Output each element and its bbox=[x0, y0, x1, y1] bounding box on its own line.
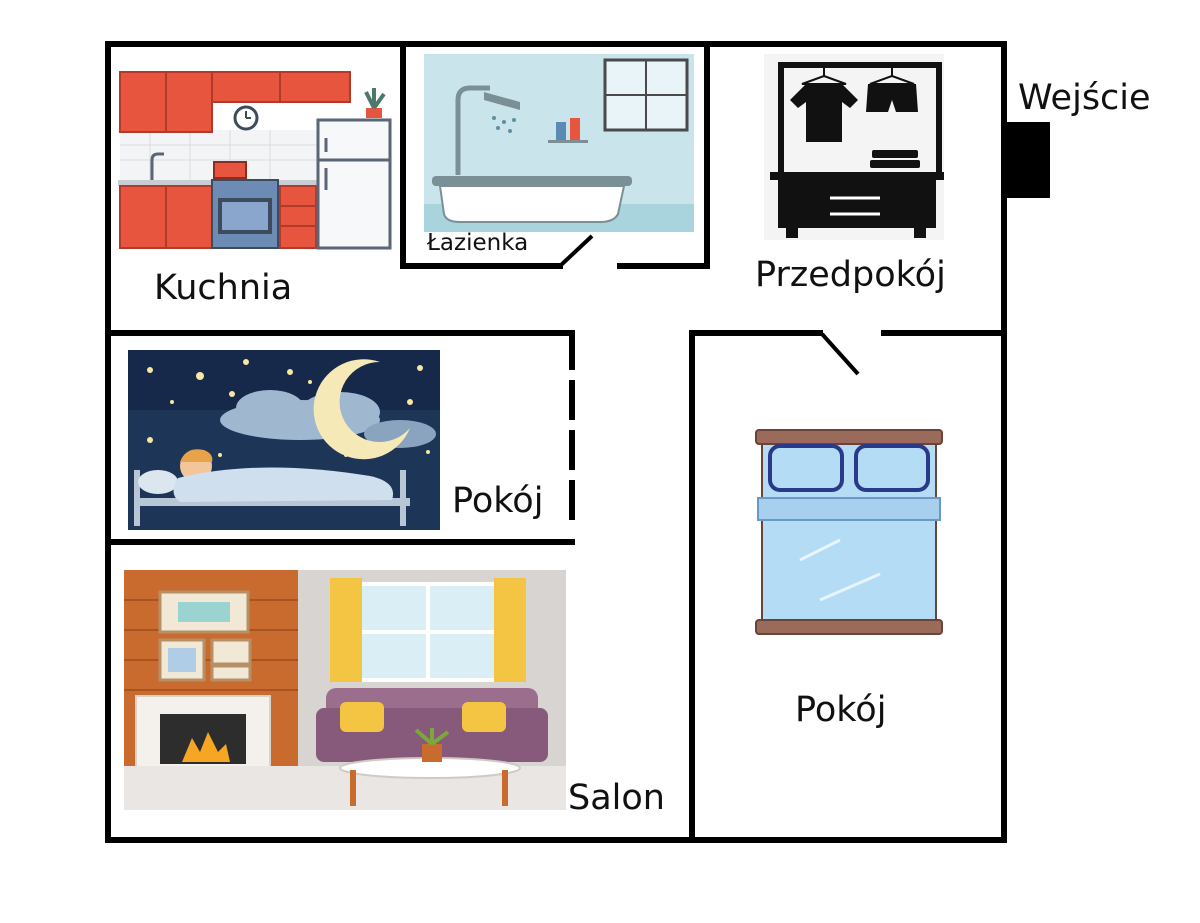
label-kitchen: Kuchnia bbox=[154, 268, 293, 308]
label-room-large: Pokój bbox=[795, 690, 887, 730]
bathroom-door bbox=[558, 234, 594, 268]
living-room-illustration bbox=[124, 570, 566, 810]
large-room-door bbox=[820, 332, 860, 376]
night-bedroom-illustration bbox=[128, 350, 440, 530]
kitchen-illustration bbox=[118, 68, 395, 250]
label-bathroom: Łazienka bbox=[427, 230, 529, 256]
label-room-small: Pokój bbox=[452, 481, 544, 521]
label-hallway: Przedpokój bbox=[755, 255, 946, 295]
double-bed-illustration bbox=[755, 429, 943, 635]
walls bbox=[105, 41, 1007, 843]
label-living-room: Salon bbox=[568, 778, 665, 818]
entrance-door bbox=[1004, 122, 1050, 198]
bathroom-illustration bbox=[424, 54, 694, 232]
label-entrance: Wejście bbox=[1018, 78, 1151, 118]
door-swings bbox=[558, 234, 860, 376]
wardrobe-illustration bbox=[764, 54, 944, 240]
